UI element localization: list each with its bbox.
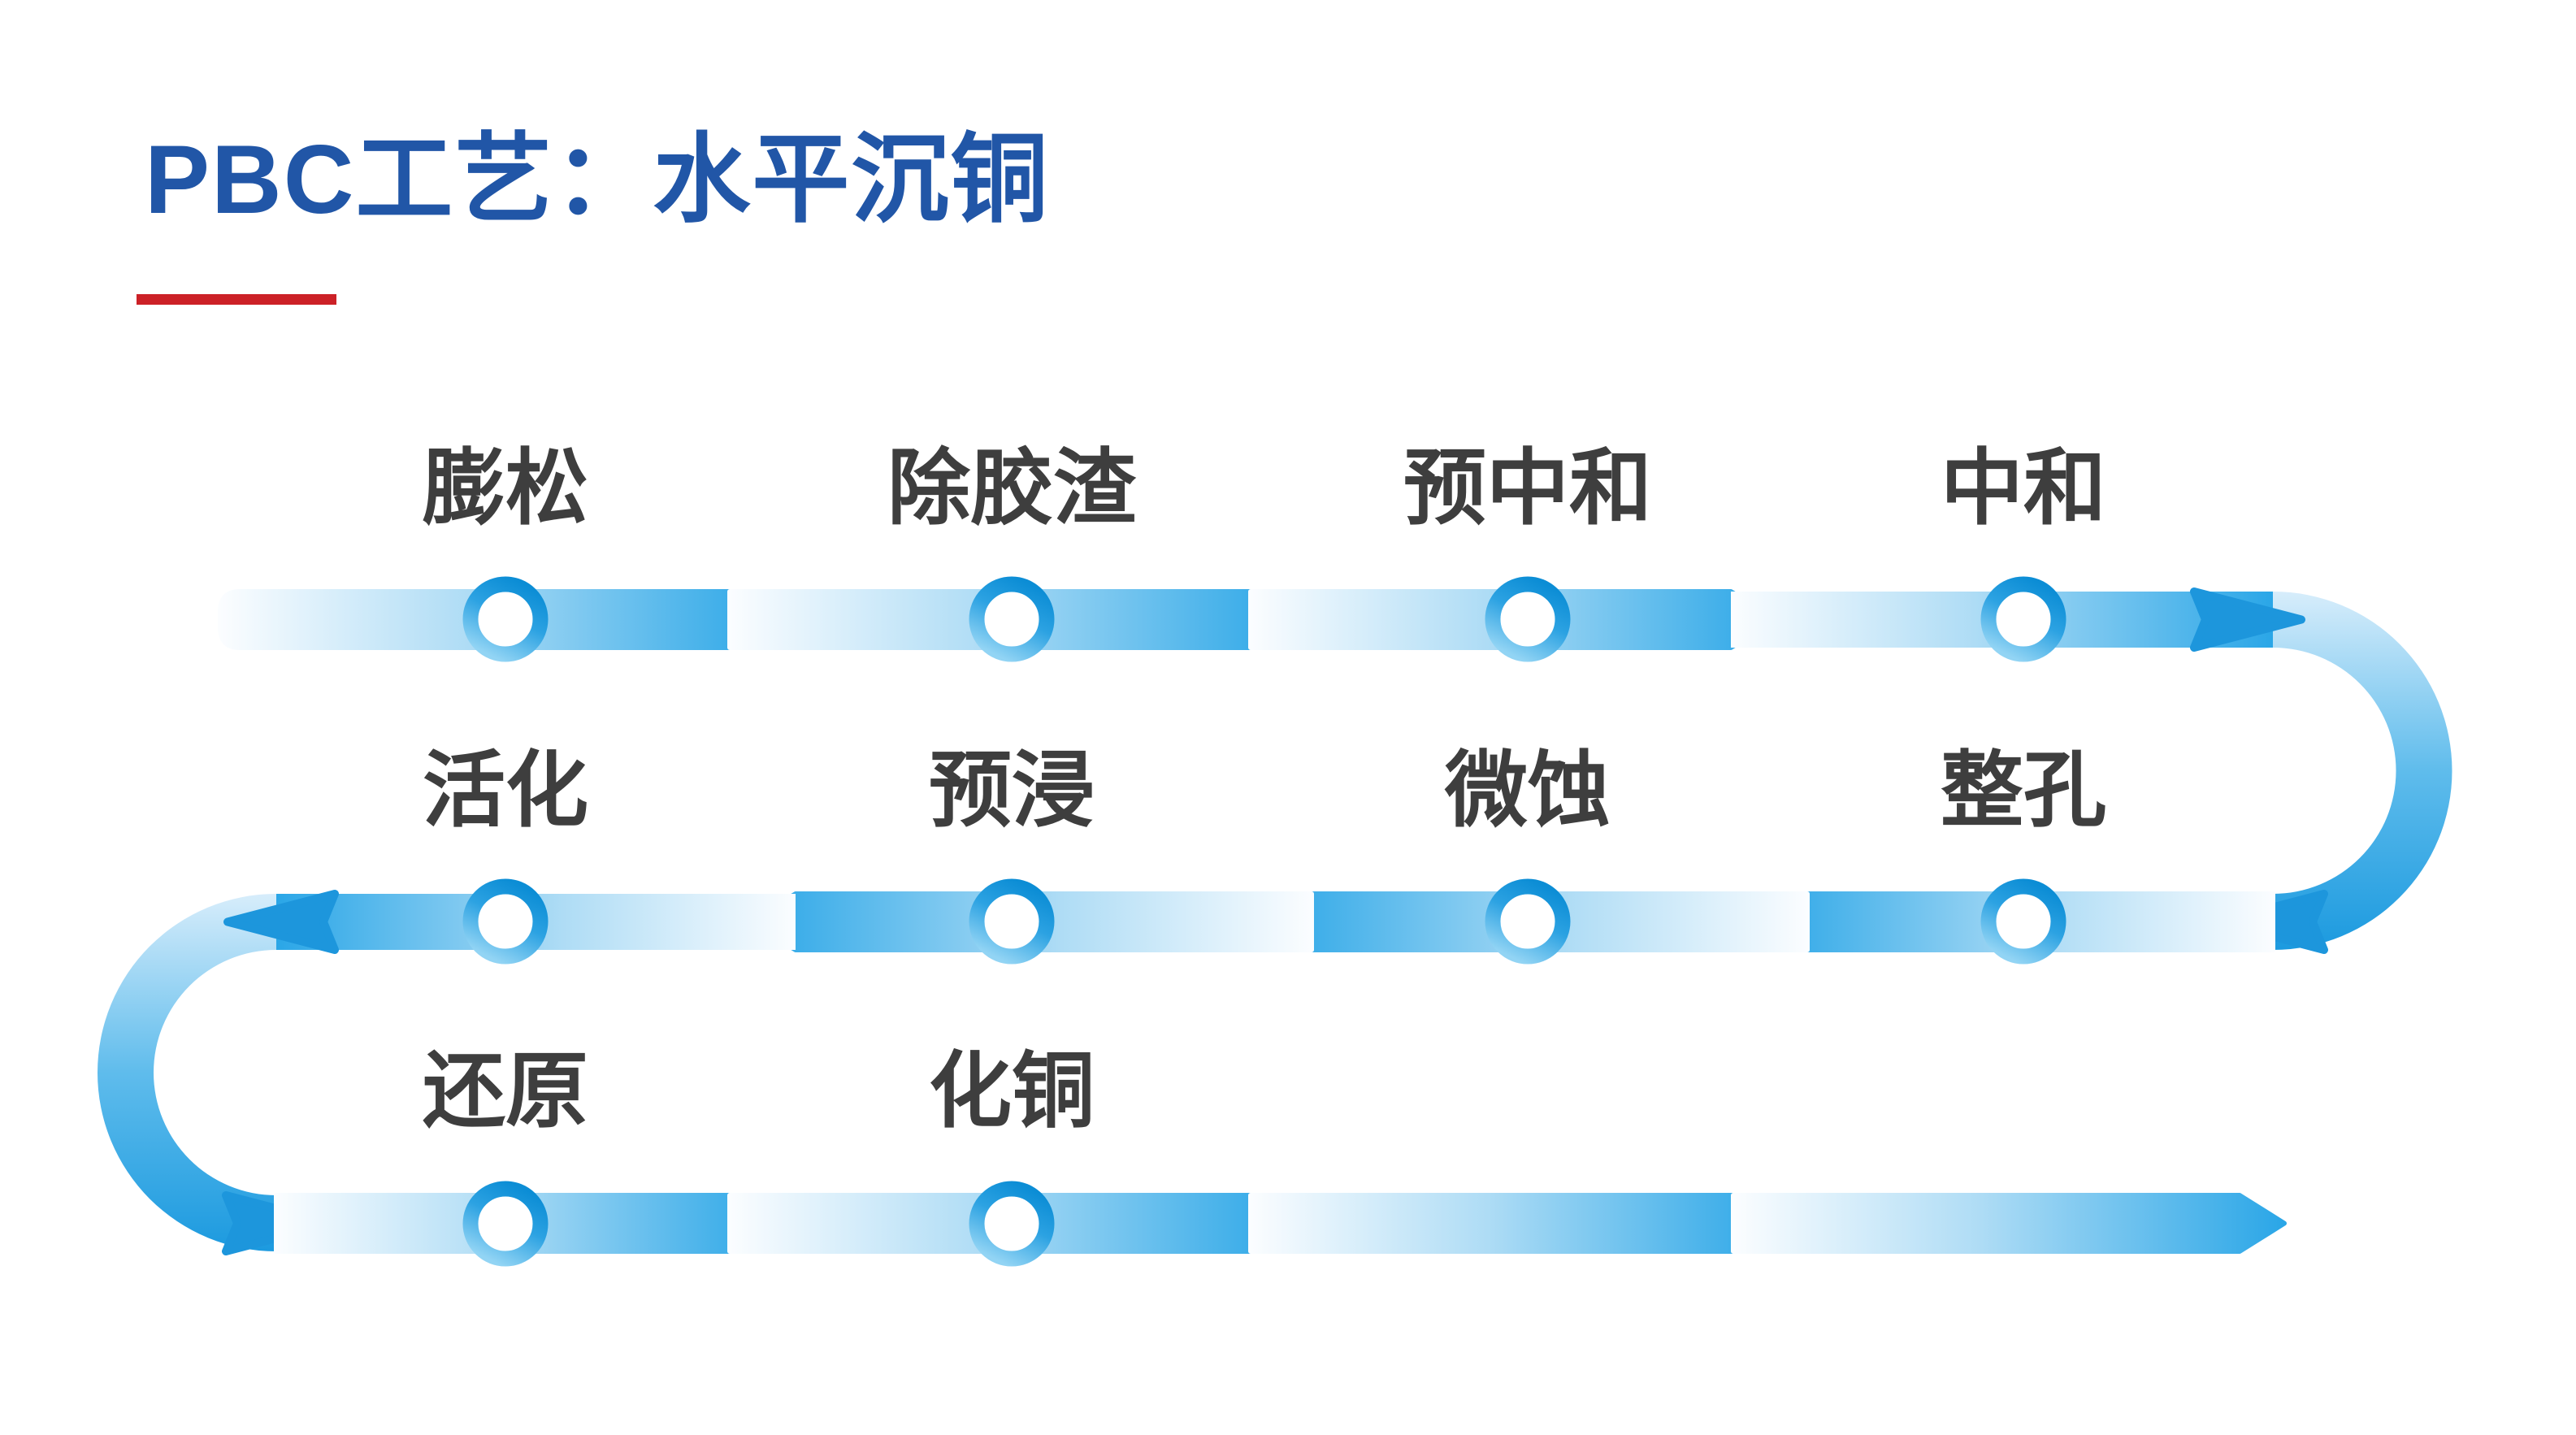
node-ring-row3-step1 — [462, 1181, 549, 1267]
node-ring-row1-step2 — [969, 576, 1055, 662]
node-ring-row1-step4 — [1980, 576, 2066, 662]
node-ring-row2-step2 — [1485, 878, 1571, 965]
node-ring-row1-step3 — [1485, 576, 1571, 662]
arrow-row2-to-uturn-icon — [223, 890, 339, 954]
step-label-row1-step2: 除胶渣 — [887, 442, 1137, 535]
step-label-row2-step4: 活化 — [423, 744, 588, 837]
node-ring-row3-step2 — [969, 1181, 1055, 1267]
flow-segment-row3-step3 — [1248, 1193, 1780, 1254]
step-label-row3-step1: 还原 — [423, 1045, 588, 1138]
node-ring-row2-step1 — [1980, 878, 2066, 965]
node-ring-row2-step4 — [462, 878, 549, 965]
step-label-row1-step1: 膨松 — [423, 442, 588, 535]
node-ring-row2-step3 — [969, 878, 1055, 965]
step-label-row2-step2: 微蚀 — [1444, 744, 1611, 837]
step-label-row1-step4: 中和 — [1941, 442, 2106, 535]
u-turn-left — [98, 894, 276, 1251]
step-label-row2-step3: 预浸 — [929, 744, 1095, 837]
flow-segment-row3-step4 — [1731, 1193, 2287, 1254]
node-ring-row1-step1 — [462, 576, 549, 662]
step-label-row1-step3: 预中和 — [1403, 442, 1652, 535]
step-label-row3-step2: 化铜 — [929, 1045, 1095, 1138]
u-turn-right — [2273, 592, 2452, 950]
page-title: PBC工艺：水平沉铜 — [145, 125, 1050, 234]
arrow-row1-to-uturn-icon — [2190, 587, 2305, 652]
title-underline — [137, 294, 336, 305]
step-label-row2-step1: 整孔 — [1941, 744, 2106, 837]
